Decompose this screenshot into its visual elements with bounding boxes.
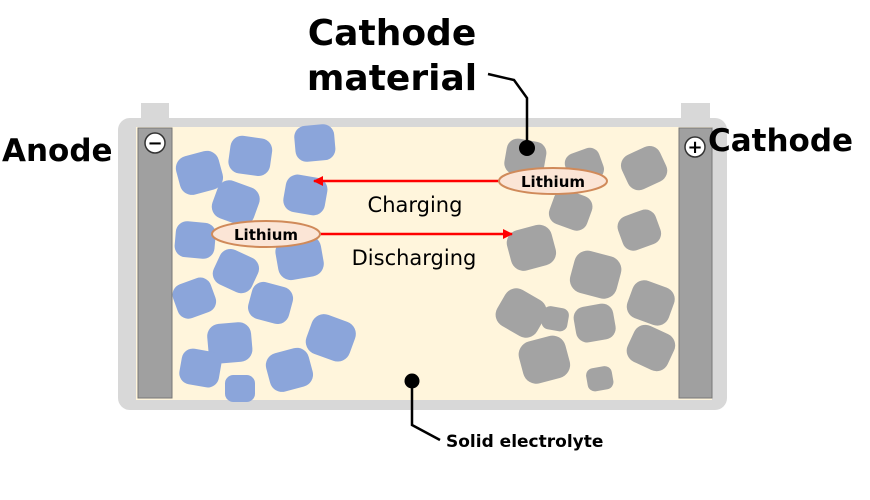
cathode-plate <box>678 127 713 399</box>
minus-sign: − <box>147 133 162 154</box>
plus-sign: + <box>687 137 702 158</box>
particle <box>573 303 616 343</box>
particle <box>548 189 593 231</box>
particle <box>179 348 222 388</box>
particle <box>174 221 216 259</box>
particle <box>172 277 217 319</box>
cathode-label: Cathode <box>708 123 853 159</box>
lithium-label: Lithium <box>234 226 298 244</box>
lithium-label: Lithium <box>521 173 585 191</box>
particle <box>620 145 668 191</box>
anode-plate <box>137 127 173 399</box>
plus-icon: + <box>684 136 706 158</box>
particle <box>626 324 676 372</box>
cathode-material-leader <box>487 72 529 148</box>
particle <box>518 335 571 384</box>
electrolyte-dot <box>404 373 420 389</box>
electrolyte-leader <box>410 381 441 442</box>
cathode-material-dot <box>519 140 535 156</box>
cathode-particles <box>495 138 676 392</box>
lithium-ion-charging: Lithium <box>498 167 608 195</box>
particle <box>175 150 224 195</box>
particle <box>294 124 336 162</box>
minus-icon: − <box>144 132 166 154</box>
lithium-ion-discharging: Lithium <box>211 220 321 248</box>
particle <box>541 306 569 332</box>
particle <box>212 248 260 294</box>
particle <box>506 224 557 271</box>
particle <box>225 375 255 402</box>
charging-label: Charging <box>368 193 463 217</box>
particle <box>211 180 260 226</box>
cathode-material-title-line1: Cathode <box>308 13 476 54</box>
particle <box>265 347 314 392</box>
solid-electrolyte-label: Solid electrolyte <box>446 432 603 452</box>
particle <box>305 314 356 362</box>
particle <box>228 135 273 177</box>
cathode-material-title-line2: material <box>307 58 477 99</box>
particle <box>569 250 622 299</box>
particle <box>207 322 253 364</box>
particle <box>626 280 675 326</box>
discharging-label: Discharging <box>352 246 477 270</box>
particle <box>617 209 662 251</box>
particle <box>495 288 547 338</box>
anode-label: Anode <box>2 133 113 169</box>
particle <box>248 281 294 325</box>
particle <box>586 366 614 392</box>
